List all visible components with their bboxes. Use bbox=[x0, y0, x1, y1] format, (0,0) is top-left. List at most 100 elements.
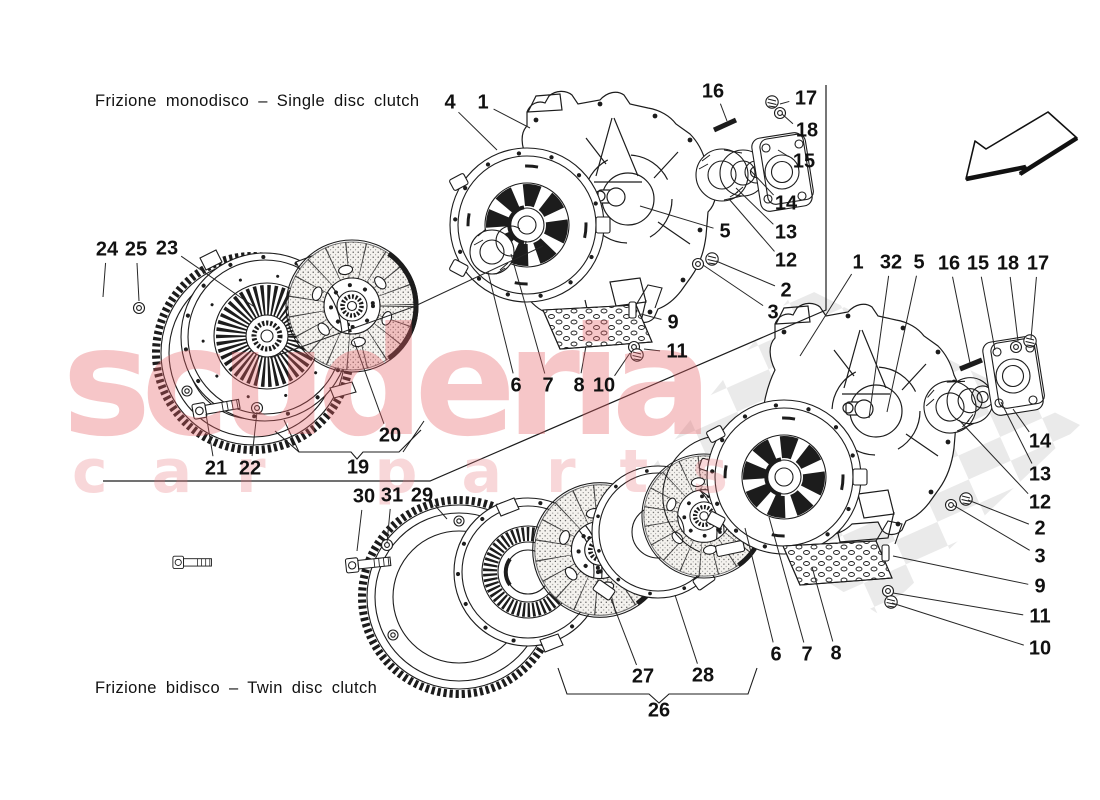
callout-single-disc-18: 18 bbox=[795, 119, 819, 142]
leader-line-27 bbox=[610, 598, 638, 666]
callout-single-disc-9: 9 bbox=[667, 311, 679, 334]
leader-line-10 bbox=[614, 352, 631, 377]
leader-line-12 bbox=[958, 419, 1029, 495]
leader-line-5 bbox=[886, 275, 917, 413]
callout-twin-stack-6: 6 bbox=[770, 643, 782, 666]
callout-single-disc-6: 6 bbox=[510, 374, 522, 397]
callout-single-disc-5: 5 bbox=[719, 220, 731, 243]
leader-line-7 bbox=[510, 253, 546, 374]
leader-line-15 bbox=[980, 276, 996, 351]
leader-line-8 bbox=[580, 345, 587, 374]
callout-single-disc-12: 12 bbox=[774, 249, 798, 272]
leader-line-12 bbox=[728, 198, 775, 252]
leader-line-11 bbox=[892, 592, 1024, 616]
single-disc-clutch-drawing bbox=[449, 90, 816, 362]
callout-single-disc-14: 14 bbox=[774, 192, 798, 215]
callout-twin-disc-15: 15 bbox=[966, 252, 990, 275]
leader-line-9 bbox=[640, 313, 662, 320]
callout-twin-disc-10: 10 bbox=[1028, 637, 1052, 660]
leader-line-17 bbox=[779, 100, 790, 105]
callout-twin-stack-8: 8 bbox=[830, 642, 842, 665]
callout-single-disc-8: 8 bbox=[573, 374, 585, 397]
callout-flywheel-25: 25 bbox=[124, 238, 148, 261]
callout-twin-disc-18: 18 bbox=[996, 252, 1020, 275]
leader-line-18 bbox=[781, 113, 794, 125]
callout-flywheel-21: 21 bbox=[204, 457, 228, 480]
leader-line-21 bbox=[205, 413, 214, 457]
leader-line-7 bbox=[768, 516, 805, 643]
leader-line-13 bbox=[1000, 401, 1033, 464]
leader-line-25 bbox=[136, 262, 140, 302]
leader-line-1 bbox=[493, 108, 531, 129]
callout-single-disc-13: 13 bbox=[774, 221, 798, 244]
callout-twin-disc-13: 13 bbox=[1028, 463, 1052, 486]
leader-line-30 bbox=[356, 509, 363, 552]
leader-line-5 bbox=[639, 205, 714, 229]
callout-single-disc-4: 4 bbox=[444, 91, 456, 114]
leader-line-10 bbox=[891, 602, 1024, 646]
callout-flywheel-22: 22 bbox=[238, 457, 262, 480]
callout-twin-stack-29: 29 bbox=[410, 484, 434, 507]
leader-line-6 bbox=[487, 271, 514, 374]
leader-line-14 bbox=[1012, 408, 1030, 433]
callout-twin-disc-14: 14 bbox=[1028, 430, 1052, 453]
twin-disc-housing-drawing bbox=[706, 302, 1047, 609]
leader-line-28 bbox=[674, 594, 698, 664]
callout-single-disc-15: 15 bbox=[792, 150, 816, 173]
callout-twin-stack-7: 7 bbox=[801, 643, 813, 666]
callout-single-disc-1: 1 bbox=[477, 91, 489, 114]
leader-line-16 bbox=[719, 103, 728, 122]
callout-twin-disc-1: 1 bbox=[852, 251, 864, 274]
callout-twin-disc-11: 11 bbox=[1029, 605, 1051, 628]
leader-line-18 bbox=[1009, 276, 1019, 342]
leader-line-31 bbox=[386, 508, 391, 544]
callout-twin-stack-31: 31 bbox=[380, 484, 404, 507]
callout-twin-stack-26: 26 bbox=[647, 699, 671, 722]
leader-line-2 bbox=[967, 499, 1030, 525]
leader-line-11 bbox=[643, 348, 661, 352]
callout-single-disc-3: 3 bbox=[767, 301, 779, 324]
leader-line-22 bbox=[251, 411, 258, 457]
callout-twin-disc-2: 2 bbox=[1034, 517, 1046, 540]
callout-twin-disc-12: 12 bbox=[1028, 491, 1052, 514]
callout-single-disc-17: 17 bbox=[794, 87, 818, 110]
leader-line-32 bbox=[868, 275, 890, 419]
section-divider bbox=[103, 85, 827, 482]
callout-single-disc-10: 10 bbox=[592, 374, 616, 397]
leader-line-16 bbox=[952, 276, 971, 364]
callout-twin-disc-32: 32 bbox=[879, 251, 903, 274]
section-title-single-disc: Frizione monodisco – Single disc clutch bbox=[95, 92, 420, 110]
callout-flywheel-20: 20 bbox=[378, 424, 402, 447]
section-title-twin-disc: Frizione bidisco – Twin disc clutch bbox=[95, 679, 378, 697]
callout-flywheel-23: 23 bbox=[155, 237, 179, 260]
leader-line-20 bbox=[353, 340, 385, 425]
leader-line-15 bbox=[777, 149, 789, 157]
leader-line-2 bbox=[715, 260, 776, 287]
leader-line-14 bbox=[749, 169, 775, 196]
callout-twin-disc-16: 16 bbox=[937, 252, 961, 275]
callout-twin-disc-5: 5 bbox=[913, 251, 925, 274]
leader-line-23 bbox=[180, 255, 257, 309]
leader-line-3 bbox=[952, 504, 1030, 551]
leader-line-13 bbox=[735, 187, 774, 225]
leader-line-1 bbox=[799, 273, 853, 357]
bracket-26 bbox=[557, 667, 758, 704]
leader-line-29 bbox=[434, 504, 448, 520]
leader-line-9 bbox=[892, 555, 1029, 585]
leader-line-6 bbox=[744, 527, 774, 643]
callout-twin-disc-3: 3 bbox=[1034, 545, 1046, 568]
callout-single-disc-11: 11 bbox=[666, 340, 688, 363]
callout-twin-stack-30: 30 bbox=[352, 485, 376, 508]
callout-twin-stack-27: 27 bbox=[631, 665, 655, 688]
callout-twin-disc-17: 17 bbox=[1026, 252, 1050, 275]
construction-lines bbox=[269, 245, 544, 359]
leader-line-8 bbox=[811, 566, 834, 642]
callout-single-disc-2: 2 bbox=[780, 279, 792, 302]
leader-line-3 bbox=[702, 264, 764, 307]
direction-arrow-icon bbox=[965, 111, 1079, 182]
leader-line-24 bbox=[102, 262, 107, 298]
callout-flywheel-19: 19 bbox=[346, 456, 370, 479]
callout-twin-stack-28: 28 bbox=[691, 664, 715, 687]
